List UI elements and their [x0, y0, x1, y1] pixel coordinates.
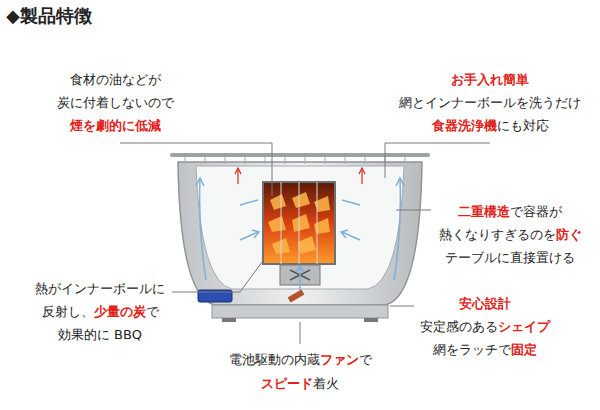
callout-line: 反射し、少量の炭で	[35, 300, 165, 323]
foot	[364, 318, 378, 322]
callout-line: 電池駆動の内蔵ファンで	[229, 348, 372, 372]
feature-text: 着火	[313, 376, 339, 391]
highlight-text: 食器洗浄機	[432, 118, 497, 133]
callout-line: 効果的に BBQ	[35, 323, 165, 346]
feature-text: 反射し、	[42, 304, 94, 319]
inner-bowl	[196, 166, 404, 289]
callout-line: 二重構造で容器が	[439, 200, 582, 223]
callout-line: 食器洗浄機にも対応	[399, 114, 581, 137]
feature-text: 炭に付着しないので	[57, 95, 174, 110]
highlight-text: 煙を劇的に低減	[70, 118, 161, 133]
feature-text: 網をラッチで	[433, 342, 511, 357]
callout-text: 二重構造で容器が熱くなりすぎるのを防ぐテーブルに直接置ける	[439, 200, 582, 269]
callout-text: 電池駆動の内蔵ファンでスピード着火	[229, 348, 372, 396]
airflow-arrows	[196, 178, 404, 290]
callout-line: 熱くなりすぎるのを防ぐ	[439, 223, 582, 246]
feature-text: 熱くなりすぎるのを	[439, 227, 556, 242]
callout-line: スピード着火	[229, 372, 372, 396]
grill-net	[170, 153, 430, 157]
feature-text: 効果的に BBQ	[58, 327, 142, 342]
highlight-text: スピード	[261, 376, 313, 391]
callout-line: 網とインナーボールを洗うだけ	[399, 91, 581, 114]
highlight-text: お手入れ簡単	[451, 72, 529, 87]
feature-text: 安定感のある	[420, 319, 498, 334]
net-wires	[185, 157, 405, 164]
callout-line: お手入れ簡単	[399, 68, 581, 91]
highlight-text: 固定	[511, 342, 537, 357]
callout-line: 食材の油などが	[57, 68, 174, 91]
highlight-text: シェイプ	[498, 319, 550, 334]
chamber-grid	[281, 182, 317, 264]
feature-text: 網とインナーボールを洗うだけ	[399, 95, 581, 110]
feature-text: 熱がインナーボールに	[35, 281, 165, 296]
highlight-text: 防ぐ	[556, 227, 582, 242]
feature-text: で容器が	[510, 204, 562, 219]
page-title: ◆製品特徴	[6, 4, 92, 28]
feature-text: で	[146, 304, 159, 319]
feature-text: テーブルに直接置ける	[445, 250, 575, 265]
callout-line: 煙を劇的に低減	[57, 114, 174, 137]
highlight-text: 少量の炭	[94, 304, 146, 319]
callout-line: 安定感のあるシェイプ	[420, 315, 550, 338]
feature-text: にも対応	[497, 118, 549, 133]
callout-line: 炭に付着しないので	[57, 91, 174, 114]
heat-arrows	[235, 168, 365, 184]
highlight-text: 安心設計	[459, 296, 511, 311]
highlight-text: ファン	[320, 352, 359, 367]
callout-text: 安心設計安定感のあるシェイプ網をラッチで固定	[420, 292, 550, 361]
callout-text: お手入れ簡単網とインナーボールを洗うだけ食器洗浄機にも対応	[399, 68, 581, 137]
callout-line: 網をラッチで固定	[420, 338, 550, 361]
feature-text: 食材の油などが	[70, 72, 161, 87]
callout-line: 安心設計	[420, 292, 550, 315]
outer-bowl	[178, 162, 422, 305]
switch	[288, 289, 305, 302]
feature-text: 電池駆動の内蔵	[229, 352, 320, 367]
base	[212, 305, 388, 318]
callout-line: 熱がインナーボールに	[35, 277, 165, 300]
callout-text: 食材の油などが炭に付着しないので煙を劇的に低減	[57, 68, 174, 137]
highlight-text: 二重構造	[458, 204, 510, 219]
charcoal-chamber	[263, 182, 335, 264]
foot	[222, 318, 236, 322]
callout-line: テーブルに直接置ける	[439, 246, 582, 269]
leader-lines	[120, 143, 490, 344]
feature-text: で	[359, 352, 372, 367]
callout-text: 熱がインナーボールに反射し、少量の炭で効果的に BBQ	[35, 277, 165, 346]
